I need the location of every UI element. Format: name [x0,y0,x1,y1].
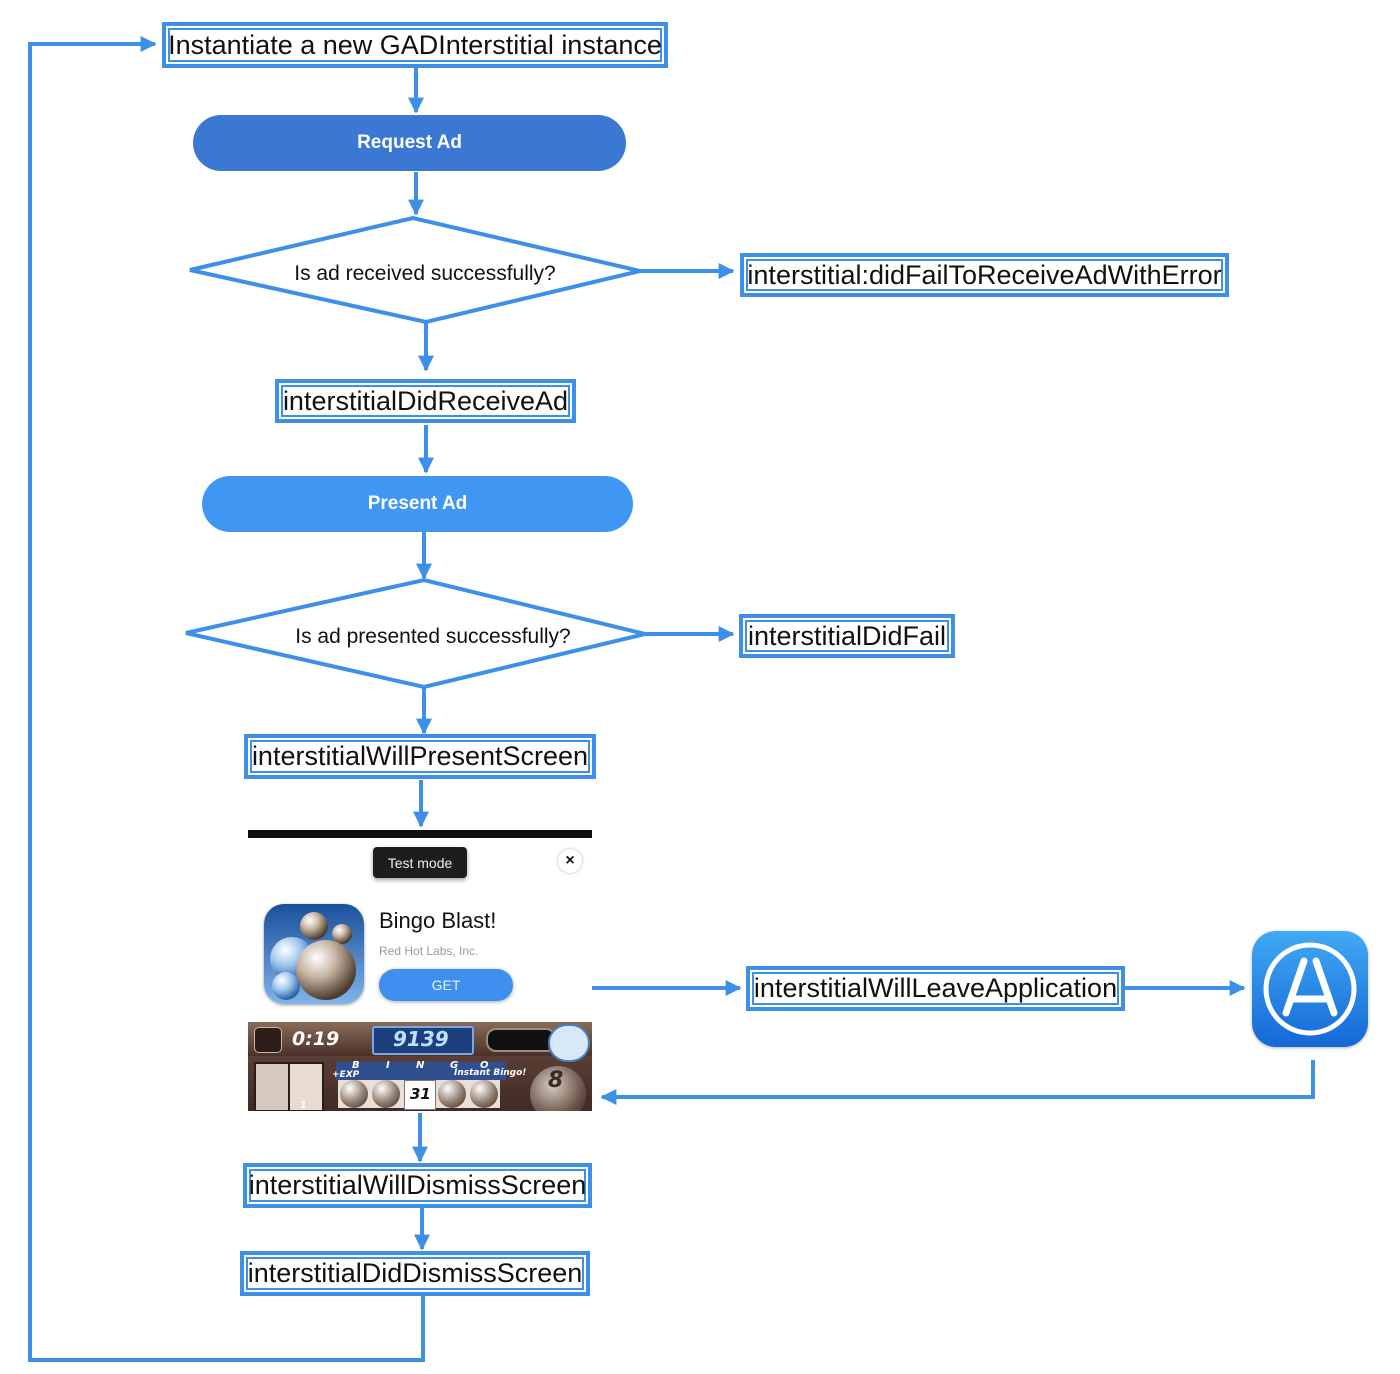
did-fail-receive-box: interstitial:didFailToReceiveAdWithError [740,253,1229,297]
decision-presented-diamond [185,577,646,690]
instantiate-box: Instantiate a new GADInterstitial instan… [162,22,668,68]
did-receive-box: interstitialDidReceiveAd [275,379,576,423]
arrow-appstore-return [600,1060,1315,1105]
instant-bingo-banner: Instant Bingo! [454,1068,527,1078]
close-icon[interactable]: × [558,849,582,873]
bingo-col-i: I [386,1060,390,1071]
will-dismiss-box: interstitialWillDismissScreen [243,1163,592,1208]
app-store-icon [1252,931,1368,1047]
bingo-col-g: G [450,1060,459,1071]
game-score: 9139 [393,1027,449,1051]
game-exp: +EXP [332,1070,360,1080]
bingo-col-o: O [480,1060,489,1071]
progress-bar [486,1028,556,1052]
sound-icon [254,1027,282,1053]
called-number-text: 31 [410,1085,431,1103]
game-badge-icon [548,1024,590,1062]
bingo-app-icon [264,904,364,1004]
bingo-ball [470,1080,498,1108]
did-fail-box: interstitialDidFail [739,614,955,658]
bingo-col-n: N [416,1060,425,1071]
card-column [254,1062,290,1111]
ad-top-bar [248,830,592,838]
bingo-ball [340,1080,368,1108]
game-timer: 0:19 [292,1028,340,1050]
present-ad-pill: Present Ad [202,476,633,532]
decision-received-label: Is ad received successfully? [294,262,556,285]
game-screenshot: 0:19 9139 +EXP B I N G O Instant Bingo! … [248,1022,592,1111]
bingo-col-b: B [352,1060,360,1071]
score-panel [372,1026,474,1055]
get-button[interactable]: GET [379,969,513,1001]
decision-presented-label: Is ad presented successfully? [295,625,571,648]
will-present-box: interstitialWillPresentScreen [244,734,596,779]
decision-received-diamond [189,215,641,325]
bingo-ball [372,1080,400,1108]
request-ad-pill: Request Ad [193,115,626,171]
will-leave-box: interstitialWillLeaveApplication [746,966,1125,1011]
bingo-ball [438,1080,466,1108]
ad-developer-name: Red Hot Labs, Inc. [379,944,479,958]
loop-back-connector [28,36,425,1362]
did-dismiss-box: interstitialDidDismissScreen [240,1251,590,1296]
interstitial-ad-preview: Test mode × [248,830,592,1111]
ad-app-name: Bingo Blast! [379,908,497,933]
bingo-header-bar [336,1062,506,1080]
test-mode-badge: Test mode [373,847,467,878]
row-number: 1 [300,1100,307,1111]
big-ball [530,1066,586,1111]
big-ball-number: 8 [548,1068,564,1093]
called-number [404,1080,436,1110]
card-column [288,1062,324,1111]
